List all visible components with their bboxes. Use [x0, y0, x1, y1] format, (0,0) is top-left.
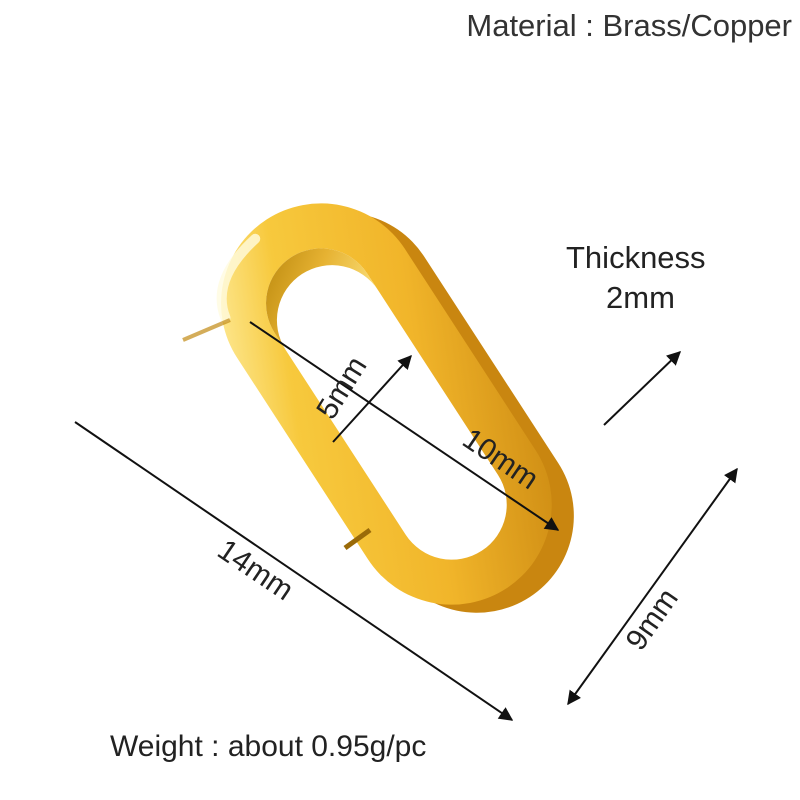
dimension-inner-width-line [332, 354, 412, 443]
ring-clasp-icon [182, 203, 574, 613]
material-label: Material : Brass/Copper [466, 8, 792, 43]
weight-label: Weight : about 0.95g/pc [110, 730, 427, 763]
dimension-thickness-line [603, 351, 682, 426]
dimension-length-line [74, 421, 514, 721]
dimension-width-line [567, 467, 738, 706]
thickness-label: Thickness [566, 240, 706, 275]
thickness-value: 2mm [606, 280, 675, 315]
dimension-inner-length-line [249, 321, 560, 531]
